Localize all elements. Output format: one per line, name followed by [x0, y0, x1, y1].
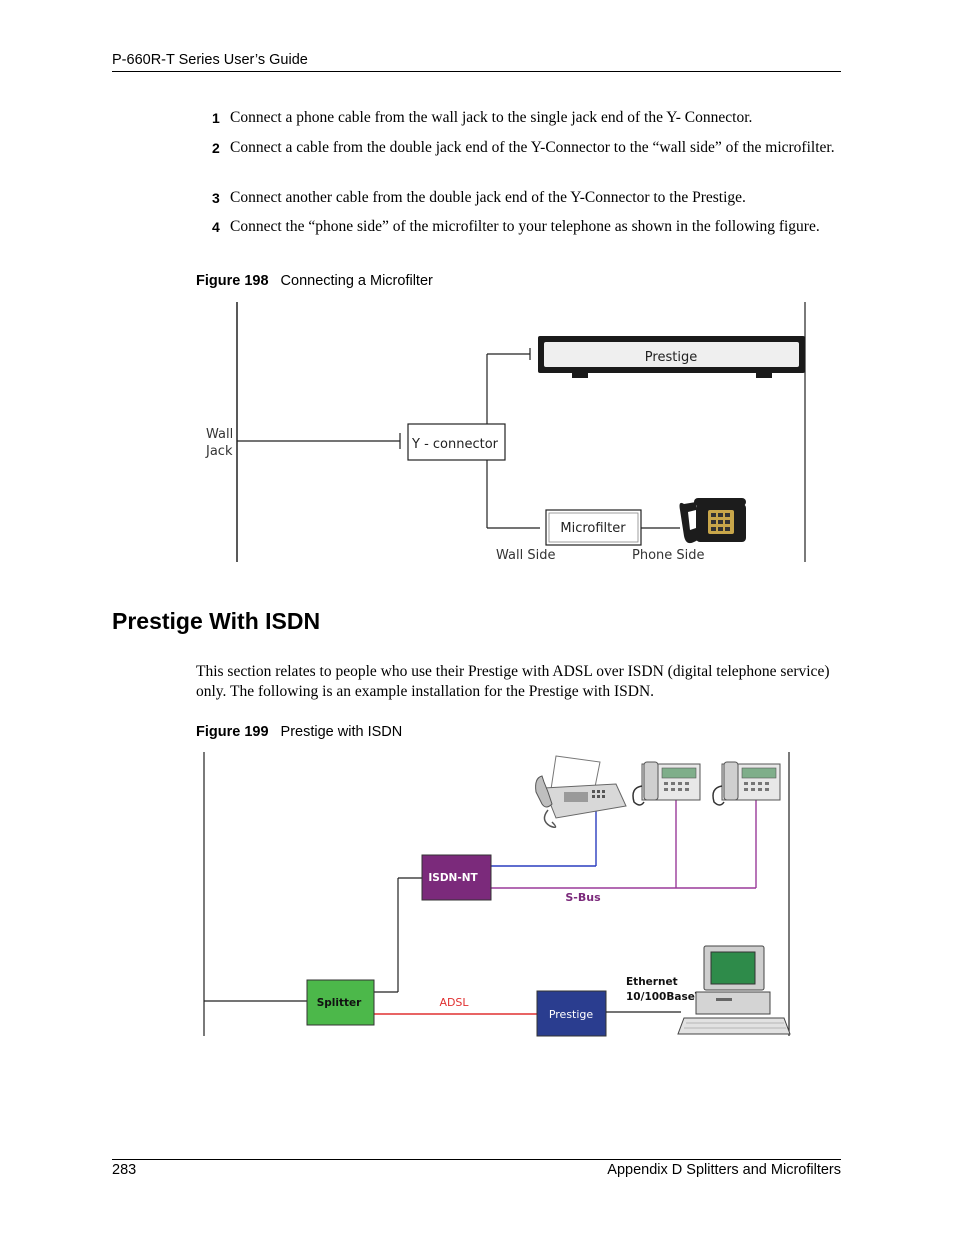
footer-rule: [112, 1159, 841, 1160]
s-bus-label: S-Bus: [565, 891, 601, 904]
figure-198-caption: Figure 198 Connecting a Microfilter: [196, 273, 433, 289]
telephone-icon: [679, 498, 746, 544]
isdn-nt-label: ISDN-NT: [428, 872, 478, 884]
microfilter-diagram: Wall Jack Y - connector Prestige Microfi…: [205, 302, 806, 563]
step-2: 2 Connect a cable from the double jack e…: [212, 138, 842, 158]
figure-label: Figure 198: [196, 273, 269, 289]
y-connector-box: [407, 423, 506, 461]
step-text: Connect the “phone side” of the microfil…: [230, 218, 820, 235]
figure-label: Figure 199: [196, 724, 269, 740]
prestige-box: [536, 990, 607, 1037]
wall-jack-label-2: Jack: [205, 444, 233, 459]
y-connector-label: Y - connector: [411, 437, 499, 452]
section-paragraph: This section relates to people who use t…: [196, 663, 830, 700]
step-number: 4: [212, 219, 220, 235]
step-number: 1: [212, 110, 220, 126]
wall-jack-label-1: Wall: [206, 427, 233, 442]
figure-199-caption: Figure 199 Prestige with ISDN: [196, 724, 402, 740]
phone-side-label: Phone Side: [632, 548, 705, 563]
page-number: 283: [112, 1162, 137, 1178]
section-title: Prestige With ISDN: [112, 608, 321, 634]
step-3: 3 Connect another cable from the double …: [212, 188, 842, 208]
isdn-nt-box: [421, 854, 492, 901]
step-text: Connect another cable from the double ja…: [230, 189, 746, 206]
step-1: 1 Connect a phone cable from the wall ja…: [212, 108, 842, 128]
isdn-phone-1-icon: [632, 761, 701, 806]
step-4: 4 Connect the “phone side” of the microf…: [212, 217, 842, 237]
step-number: 3: [212, 190, 220, 206]
splitter-box: [306, 979, 375, 1026]
footer-section: Appendix D Splitters and Microfilters: [607, 1162, 841, 1178]
figure-title: Prestige with ISDN: [280, 724, 403, 740]
splitter-label: Splitter: [317, 997, 362, 1009]
adsl-label: ADSL: [439, 996, 469, 1009]
step-text: Connect a phone cable from the wall jack…: [230, 109, 753, 126]
computer-icon: [677, 945, 791, 1035]
step-text: Connect a cable from the double jack end…: [230, 139, 835, 156]
ethernet-label-1: Ethernet: [626, 976, 678, 988]
figure-title: Connecting a Microfilter: [280, 273, 433, 289]
isdn-diagram: ADSL S-Bus ISDN-NT Splitter Prestige Eth…: [203, 752, 791, 1037]
isdn-phone-2-icon: [712, 761, 781, 806]
microfilter-label: Microfilter: [560, 521, 626, 536]
ethernet-label-2: 10/100BaseT: [626, 991, 703, 1003]
header-rule: [112, 71, 841, 72]
prestige-label: Prestige: [549, 1008, 594, 1021]
wall-side-label: Wall Side: [496, 548, 555, 563]
prestige-label: Prestige: [645, 350, 697, 365]
step-number: 2: [212, 140, 220, 156]
fax-machine-icon: [535, 755, 627, 829]
running-header: P-660R-T Series User’s Guide: [112, 52, 308, 68]
